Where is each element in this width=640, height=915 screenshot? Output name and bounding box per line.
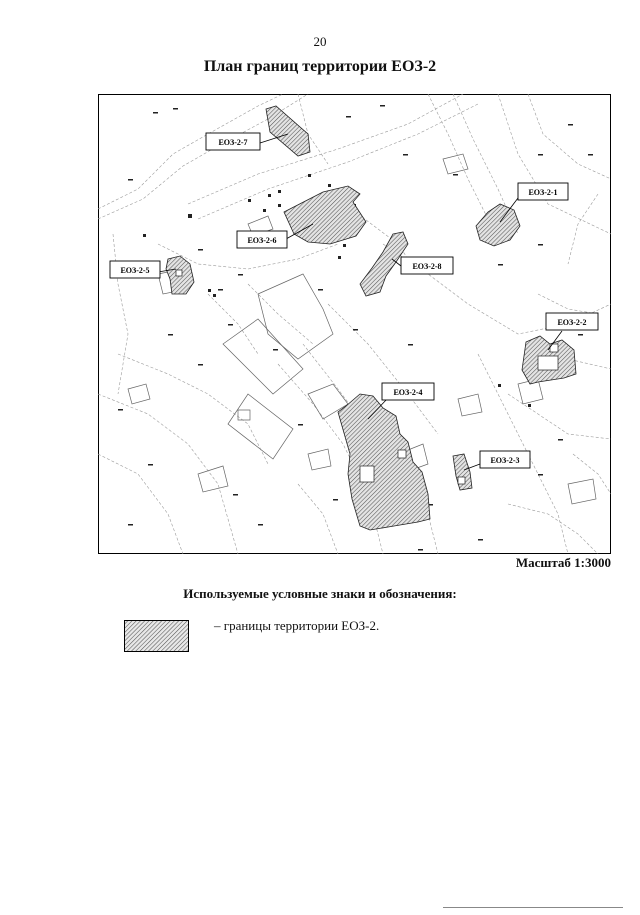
zone-label-eoz-2-4: ЕОЗ-2-4: [381, 382, 435, 401]
leader-lines: [157, 133, 563, 471]
map-scale: Масштаб 1:3000: [515, 555, 611, 570]
page-title: План границ территории ЕОЗ-2: [203, 58, 437, 75]
zone-area-eoz-2-4: [337, 393, 431, 531]
legend-swatch: [124, 620, 189, 652]
zone-area-eoz-2-8: [359, 231, 409, 297]
svg-text:ЕОЗ-2-3: ЕОЗ-2-3: [490, 456, 519, 465]
svg-text:ЕОЗ-2-8: ЕОЗ-2-8: [412, 262, 441, 271]
legend-text: – границы территории ЕОЗ-2.: [214, 618, 380, 633]
zone-area-eoz-2-6: [283, 185, 367, 245]
svg-text:ЕОЗ-2-7: ЕОЗ-2-7: [218, 138, 247, 147]
legend-heading: Используемые условные знаки и обозначени…: [183, 586, 457, 601]
svg-text:ЕОЗ-2-4: ЕОЗ-2-4: [393, 388, 422, 397]
zone-label-eoz-2-2: ЕОЗ-2-2: [545, 312, 599, 331]
zone-label-eoz-2-3: ЕОЗ-2-3: [479, 450, 531, 469]
zone-label-eoz-2-7: ЕОЗ-2-7: [205, 132, 261, 151]
zone-area-eoz-2-1: [475, 203, 521, 247]
footer-line: [443, 907, 623, 908]
zone-label-eoz-2-1: ЕОЗ-2-1: [517, 182, 569, 201]
zone-area-eoz-2-7: [265, 105, 311, 157]
zone-label-eoz-2-5: ЕОЗ-2-5: [109, 260, 161, 279]
page-number: 20: [313, 34, 327, 49]
territory-map: ЕОЗ-2-7 ЕОЗ-2-6 ЕОЗ-2-8 ЕОЗ-2-5 ЕОЗ-2-1 …: [98, 94, 611, 554]
zone-cutouts: [175, 269, 559, 485]
map-markers: [118, 105, 593, 551]
zone-areas: [165, 105, 577, 531]
svg-text:ЕОЗ-2-6: ЕОЗ-2-6: [247, 236, 276, 245]
zone-label-eoz-2-8: ЕОЗ-2-8: [400, 256, 454, 275]
svg-text:ЕОЗ-2-1: ЕОЗ-2-1: [528, 188, 557, 197]
svg-text:ЕОЗ-2-5: ЕОЗ-2-5: [120, 266, 149, 275]
svg-text:ЕОЗ-2-2: ЕОЗ-2-2: [557, 318, 586, 327]
zone-label-eoz-2-6: ЕОЗ-2-6: [236, 230, 288, 249]
